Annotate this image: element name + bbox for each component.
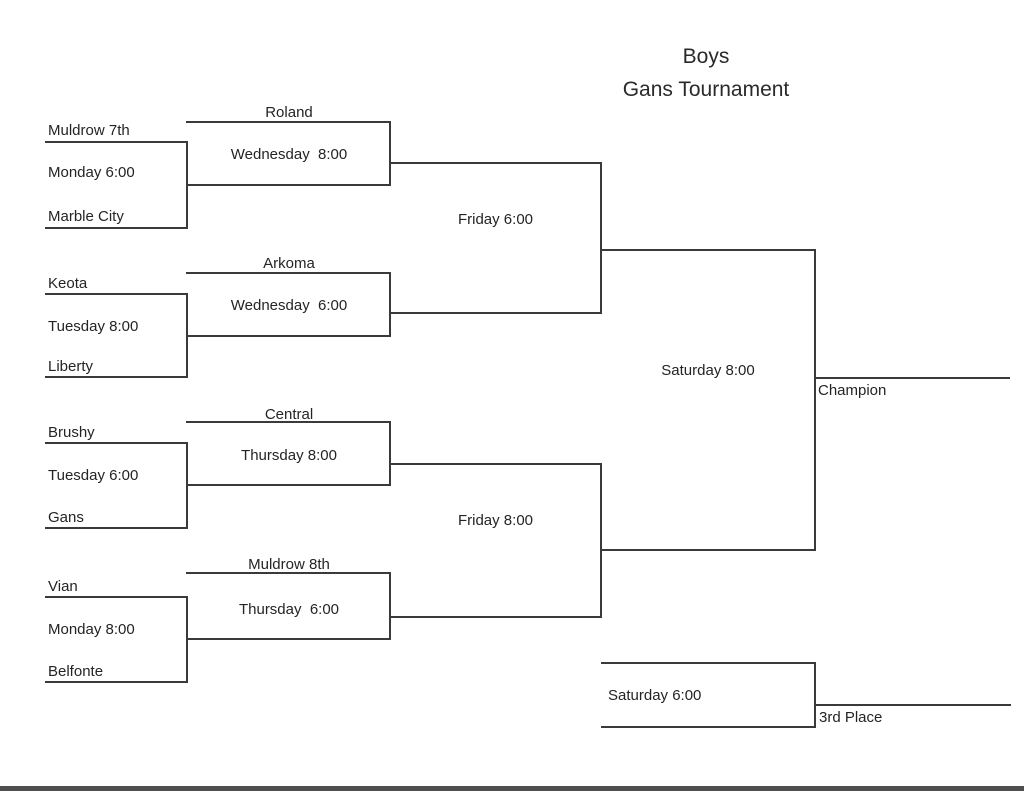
team-label: Muldrow 8th xyxy=(248,556,330,573)
game-time-label: Saturday 6:00 xyxy=(608,687,702,704)
game-time-label: Friday 6:00 xyxy=(457,211,534,228)
line-sf1-vertical xyxy=(600,162,602,314)
third-place-label: 3rd Place xyxy=(819,709,883,726)
team-label: Marble City xyxy=(48,208,124,225)
team-label: Vian xyxy=(48,578,78,595)
game-time-label: Thursday 6:00 xyxy=(238,601,340,618)
game-time-label: Tuesday 8:00 xyxy=(48,318,139,335)
line-qf3-winner xyxy=(389,463,602,465)
line-g1-winner xyxy=(186,184,391,186)
game-time-label: Monday 8:00 xyxy=(48,621,135,638)
line-champion xyxy=(814,377,1010,379)
game-time-label: Friday 8:00 xyxy=(457,512,534,529)
line-arkoma xyxy=(186,272,391,274)
line-qf2-winner xyxy=(389,312,602,314)
line-3rd-top xyxy=(601,662,816,664)
line-3rd-vertical xyxy=(814,662,816,728)
scan-edge-bar xyxy=(0,786,1024,791)
title-name: Gans Tournament xyxy=(622,78,790,101)
line-3rd-winner xyxy=(814,704,1011,706)
line-qf3-vertical xyxy=(389,421,391,486)
line-central xyxy=(186,421,391,423)
game-time-label: Wednesday 8:00 xyxy=(230,146,348,163)
game-time-label: Wednesday 6:00 xyxy=(230,297,348,314)
tournament-title: Boys Gans Tournament xyxy=(556,40,856,106)
game-time-label: Saturday 8:00 xyxy=(661,362,755,379)
line-g2-top xyxy=(45,293,187,295)
team-label: Keota xyxy=(48,275,88,292)
team-label: Brushy xyxy=(48,424,95,441)
line-g2-winner xyxy=(186,335,391,337)
line-muldrow-8th xyxy=(186,572,391,574)
line-qf4-vertical xyxy=(389,572,391,638)
champion-label: Champion xyxy=(818,382,887,399)
team-label: Arkoma xyxy=(263,255,315,272)
team-label: Belfonte xyxy=(48,663,104,680)
team-label: Gans xyxy=(48,509,84,526)
line-g3-top xyxy=(45,442,187,444)
game-time-label: Thursday 8:00 xyxy=(241,447,337,464)
team-label: Muldrow 7th xyxy=(48,122,130,139)
line-qf4-winner xyxy=(389,616,602,618)
line-g1-top xyxy=(45,141,187,143)
line-g3-bottom xyxy=(45,527,187,529)
line-sf1-winner xyxy=(600,249,816,251)
team-label: Central xyxy=(264,406,314,423)
title-division: Boys xyxy=(682,45,730,68)
line-g1-bottom xyxy=(45,227,187,229)
line-qf1-vertical xyxy=(389,121,391,186)
game-time-label: Tuesday 6:00 xyxy=(48,467,139,484)
line-sf2-winner xyxy=(600,549,816,551)
team-label: Liberty xyxy=(48,358,94,375)
line-3rd-bottom xyxy=(601,726,816,728)
line-roland xyxy=(186,121,391,123)
line-g4-top xyxy=(45,596,187,598)
line-g3-winner xyxy=(186,484,391,486)
line-final-vertical xyxy=(814,249,816,551)
line-g2-bottom xyxy=(45,376,187,378)
line-qf2-vertical xyxy=(389,272,391,337)
line-g4-bottom xyxy=(45,681,187,683)
team-label: Roland xyxy=(265,104,313,121)
line-g4-winner xyxy=(186,638,391,640)
game-time-label: Monday 6:00 xyxy=(48,164,135,181)
line-qf1-winner xyxy=(389,162,602,164)
line-sf2-vertical xyxy=(600,463,602,618)
